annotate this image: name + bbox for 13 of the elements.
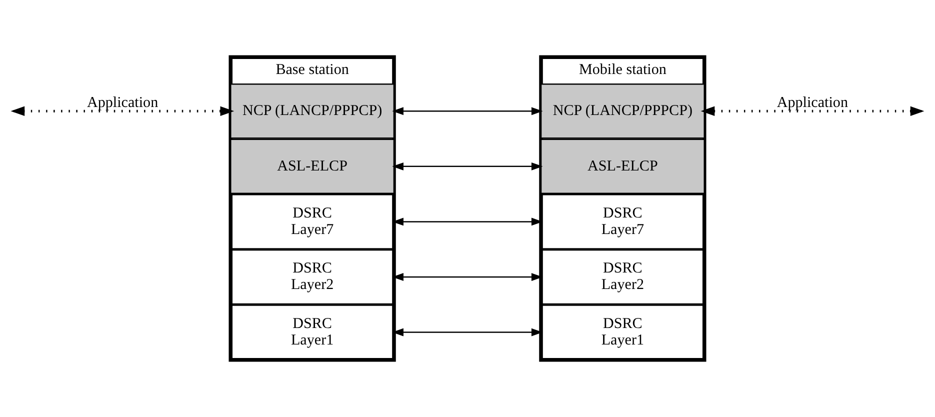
node-box: DSRC Layer7 <box>540 194 705 250</box>
node-box: NCP (LANCP/PPPCP) <box>230 83 395 139</box>
edge-label: Application <box>776 94 848 111</box>
node-box: ASL-ELCP <box>540 138 705 194</box>
arrow <box>392 107 543 116</box>
node-box: DSRC Layer7 <box>230 194 395 250</box>
node-box: NCP (LANCP/PPPCP) <box>540 83 705 139</box>
edge-label: Application <box>87 94 158 111</box>
node-box: DSRC Layer2 <box>540 249 705 305</box>
node-box: DSRC Layer2 <box>230 249 395 305</box>
node-box: ASL-ELCP <box>230 138 395 194</box>
arrow <box>392 162 543 170</box>
arrow <box>392 328 543 336</box>
